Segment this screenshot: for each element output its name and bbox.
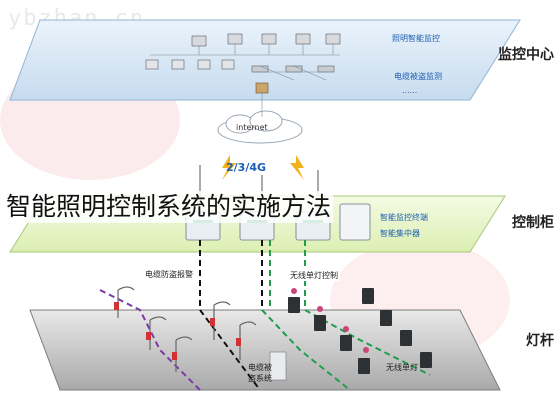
- tag-cable-alarm: 电缆防盗报警: [143, 269, 195, 280]
- tag-single-lamp-box: 无线单灯: [386, 363, 418, 372]
- tag-concentrator: 智能集中器: [380, 229, 420, 238]
- wireless-signal-bolts: [222, 155, 304, 180]
- tag-cable-theft-2: 盗系统: [248, 374, 272, 383]
- monitor-dots: ......: [402, 86, 418, 95]
- cable-alarm-markers: [114, 302, 241, 360]
- label-control-cabinet: 控制柜: [512, 215, 554, 231]
- gateway-box: [255, 82, 269, 94]
- tag-cable-theft-monitor: 电缆被盗监测: [394, 72, 442, 81]
- tag-wireless-single-lamp: 无线单灯控制: [288, 270, 340, 281]
- protocol-label: 2/3/4G: [226, 161, 267, 174]
- tag-lighting-monitor: 照明智能监控: [392, 34, 440, 43]
- monitor-layer-plane: [9, 19, 521, 101]
- lamp-heads: [291, 288, 369, 353]
- label-lamp-pole: 灯杆: [526, 333, 554, 349]
- internet-label: internet: [236, 123, 268, 132]
- label-monitor-center: 监控中心: [498, 47, 554, 63]
- tag-cable-theft-1: 电缆被: [248, 363, 272, 372]
- page-title: 智能照明控制系统的实施方法: [4, 191, 334, 223]
- workstation-row: [145, 59, 235, 70]
- tag-smart-terminal: 智能监控终端: [380, 213, 428, 222]
- internet-cloud: [217, 110, 303, 144]
- switch-row: [251, 65, 335, 73]
- single-lamp-controllers: [288, 288, 432, 374]
- lamp-layer-plane: [29, 309, 501, 391]
- terminal-box: [269, 351, 287, 381]
